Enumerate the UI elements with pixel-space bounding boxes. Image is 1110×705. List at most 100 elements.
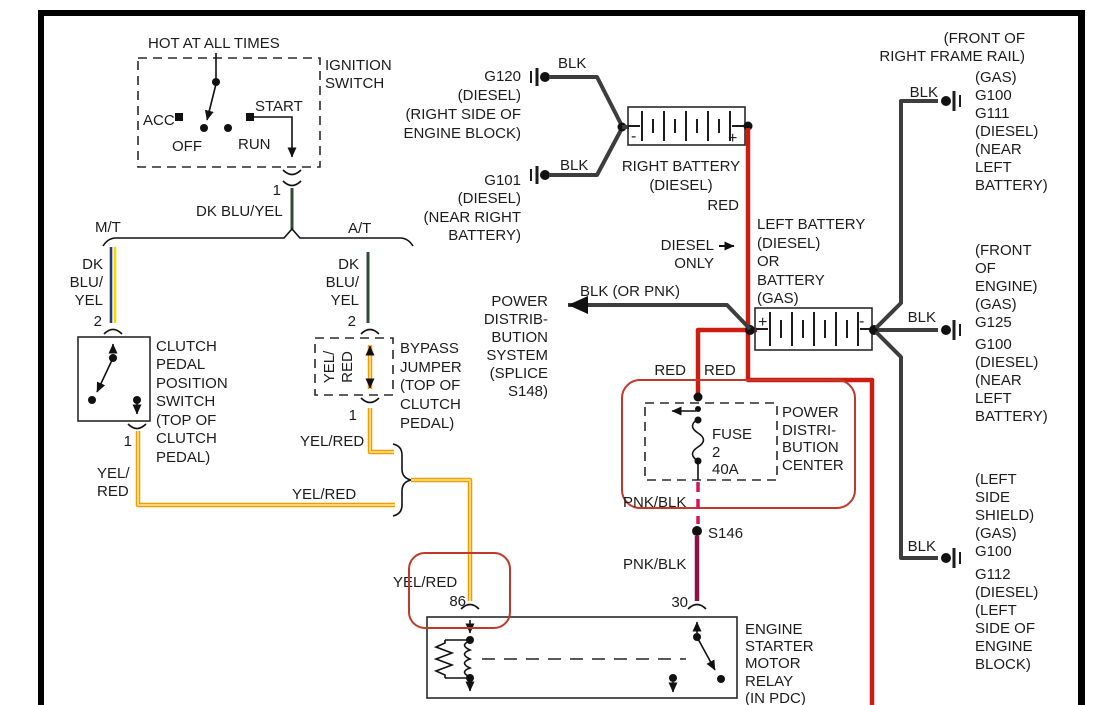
fuse-end-top xyxy=(694,416,702,424)
relay-pin-30: 30 xyxy=(671,594,688,611)
run-contact xyxy=(224,124,232,132)
left-shield-label: BLOCK) xyxy=(975,656,1031,673)
pds-label: BUTION xyxy=(491,329,548,346)
transmission-split: M/T A/T xyxy=(95,219,414,247)
ground-terminal xyxy=(941,325,951,335)
relay-86-connector xyxy=(460,603,480,610)
bypass-label: PEDAL) xyxy=(400,415,454,432)
pds-label: POWER xyxy=(491,293,548,310)
frame-rail-label: G100 xyxy=(975,87,1012,104)
mt-wire-label: BLU/ xyxy=(70,274,104,291)
blk-wire-label: BLK xyxy=(910,84,938,101)
at-label: A/T xyxy=(348,220,371,237)
relay-wire-label: YEL/RED xyxy=(393,574,457,591)
ground-front-of-engine: BLK (FRONT OF ENGINE) (GAS) G125 G100 (D… xyxy=(908,242,1048,425)
clutch-label: PEDAL xyxy=(156,356,205,373)
power-distribution-system-splice: BLK (OR PNK) POWER DISTRIB- BUTION SYSTE… xyxy=(484,283,752,400)
frame-rail-label: (GAS) xyxy=(975,69,1017,86)
diesel-only-label: ONLY xyxy=(674,255,714,272)
clutch-label: POSITION xyxy=(156,375,228,392)
relay-label: STARTER xyxy=(745,638,814,655)
left-battery-label: LEFT BATTERY xyxy=(757,216,865,233)
left-battery-label: (GAS) xyxy=(757,290,799,307)
ignition-switch: HOT AT ALL TIMES IGNITION SWITCH ACC OFF… xyxy=(137,35,392,229)
ground-left-side-shield: BLK (LEFT SIDE SHIELD) (GAS) G100 G112 (… xyxy=(908,471,1039,673)
clutch-label: (TOP OF xyxy=(156,412,216,429)
bypass-jumper-box xyxy=(314,337,394,396)
right-battery: - + RIGHT BATTERY (DIESEL) RED xyxy=(617,106,753,214)
start-output-line xyxy=(254,116,297,158)
left-shield-label: G100 xyxy=(975,543,1012,560)
ground-terminal xyxy=(941,96,951,106)
left-shield-label: (LEFT xyxy=(975,471,1017,488)
front-engine-label: (GAS) xyxy=(975,296,1017,313)
red-wire-label: RED xyxy=(707,197,739,214)
relay-contact-right xyxy=(717,675,725,683)
mt-wire-label: DK xyxy=(82,256,103,273)
power-distribution-center: RED RED FUSE 2 40A POWER DISTRI- BUTION … xyxy=(621,362,856,611)
g120-label: G120 xyxy=(484,68,521,85)
fuse-label: FUSE xyxy=(712,426,752,443)
at-yel-red-wire-core xyxy=(369,408,394,453)
s146-label: S146 xyxy=(708,525,743,542)
diesel-only-note: DIESEL ONLY xyxy=(661,237,735,272)
at-yel-red-wire xyxy=(367,408,394,455)
ground-g120: BLK G120 (DIESEL) (RIGHT SIDE OF ENGINE … xyxy=(403,55,623,142)
blk-wire-label: BLK xyxy=(908,309,936,326)
frame-rail-label: BATTERY) xyxy=(975,177,1048,194)
frame-left xyxy=(38,10,44,705)
g120-blk-wire xyxy=(549,75,623,125)
fuse-label: 40A xyxy=(712,461,739,478)
frame-rail-header: RIGHT FRAME RAIL) xyxy=(879,48,1025,65)
battery-cells-short xyxy=(628,119,745,133)
front-engine-label: G125 xyxy=(975,314,1012,331)
front-engine-label: ENGINE) xyxy=(975,278,1038,295)
jumper-bottom-connector xyxy=(360,397,380,404)
acc-label: ACC xyxy=(143,112,175,129)
yel-red-run-label: YEL/RED xyxy=(292,486,356,503)
battery-cells-short xyxy=(756,320,871,338)
battery-minus-sign: - xyxy=(859,313,864,330)
hot-at-all-times-label: HOT AT ALL TIMES xyxy=(148,35,280,52)
relay-30-connector xyxy=(687,603,707,610)
ignition-switch-label: SWITCH xyxy=(325,75,384,92)
g101-blk-wire xyxy=(549,129,623,177)
ignition-connector xyxy=(282,169,302,187)
red-fuse-feed-wire xyxy=(695,327,757,394)
yel-red-merge: YEL/RED 86 xyxy=(392,443,473,610)
mt-yel-red-wire-core xyxy=(137,431,395,506)
relay-label: (IN PDC) xyxy=(745,690,806,705)
ground-bus-wire xyxy=(874,99,938,560)
pds-label: SYSTEM xyxy=(486,347,548,364)
frame-rail-label: LEFT xyxy=(975,159,1012,176)
clutch-contact-left xyxy=(88,396,96,404)
fuse-highlight-annotation xyxy=(621,379,856,509)
merge-brace xyxy=(392,443,412,517)
ground-bus xyxy=(874,99,938,560)
ignition-switch-arm xyxy=(204,83,217,121)
bypass-label: BYPASS xyxy=(400,340,459,357)
off-contact xyxy=(200,124,208,132)
fuse-element xyxy=(691,418,705,462)
yel-red-to-relay-core xyxy=(411,479,471,601)
left-shield-label: (GAS) xyxy=(975,525,1017,542)
engine-starter-motor-relay: ENGINE STARTER MOTOR RELAY (IN PDC) xyxy=(426,603,814,705)
ignition-switch-label: IGNITION xyxy=(325,57,392,74)
ignition-pivot-contact xyxy=(212,78,220,86)
clutch-pedal-position-switch: DK BLU/ YEL 2 CLUTCH PEDAL POSITION SWIT… xyxy=(70,247,395,508)
bypass-label: JUMPER xyxy=(400,359,462,376)
left-battery-label: BATTERY xyxy=(757,272,825,289)
fuse-label: 2 xyxy=(712,444,720,461)
yel-red-label: RED xyxy=(97,483,129,500)
coil-rails xyxy=(445,639,470,679)
split-bracket xyxy=(102,227,414,247)
clutch-switch-arm xyxy=(96,357,114,393)
g101-label: BATTERY) xyxy=(448,227,521,244)
jumper-pin-1: 1 xyxy=(349,407,357,424)
red-label-right: RED xyxy=(704,362,736,379)
run-label: RUN xyxy=(238,136,271,153)
blk-or-pnk-label: BLK (OR PNK) xyxy=(580,283,680,300)
bypass-jumper: DK BLU/ YEL 2 YEL/ RED BYPASS JUMPER (TO… xyxy=(300,252,462,455)
left-shield-label: SHIELD) xyxy=(975,507,1034,524)
frame-top xyxy=(38,10,1085,16)
